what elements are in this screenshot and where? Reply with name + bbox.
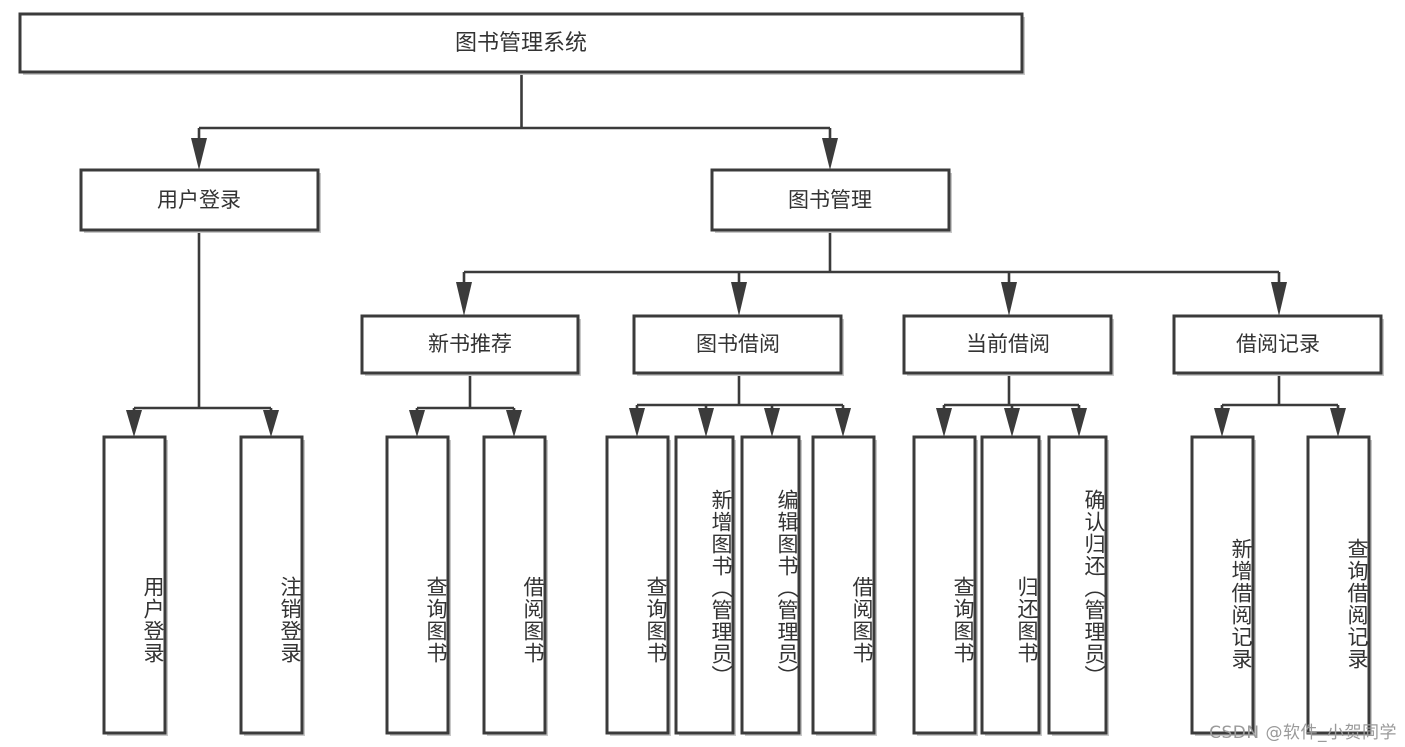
node-leaf-confirm-return-admin[interactable] xyxy=(1047,435,1108,735)
node-leaf-borrow-book-1[interactable] xyxy=(482,435,547,735)
arrow-head-leaf-logout xyxy=(263,410,279,437)
node-leaf-edit-book-admin[interactable] xyxy=(740,435,801,735)
arrow-head-borrowrecord-leaf-1 xyxy=(1214,408,1230,437)
arrow-head-newbook-leaf-2 xyxy=(506,410,522,437)
node-leaf-user-login[interactable] xyxy=(102,435,167,735)
arrow-head-book-borrow xyxy=(731,282,747,316)
node-leaf-return-book[interactable] xyxy=(980,435,1041,735)
csdn-watermark: CSDN @软件_小贺同学 xyxy=(1209,723,1397,743)
arrow-head-leaf-user-login xyxy=(126,410,142,437)
arrow-head-bookborrow-leaf-4 xyxy=(835,408,851,437)
arrow-head-borrowrecord-leaf-2 xyxy=(1330,408,1346,437)
connector-group-book-manage xyxy=(456,232,1287,316)
connector-group-borrow-record xyxy=(1214,375,1346,437)
connector-group-root xyxy=(191,74,838,170)
root-label: 图书管理系统 xyxy=(455,31,587,56)
current-borrow-label: 当前借阅 xyxy=(966,332,1050,356)
arrow-head-borrow-record xyxy=(1271,282,1287,316)
arrow-head-currentborrow-leaf-3 xyxy=(1071,408,1087,437)
connector-group-current-borrow xyxy=(936,375,1087,437)
connector-group-book-borrow xyxy=(629,375,851,437)
node-leaf-query-book-1[interactable] xyxy=(385,435,450,735)
node-leaf-borrow-book-2[interactable] xyxy=(811,435,876,735)
arrow-head-current-borrow xyxy=(1001,282,1017,316)
arrow-head-currentborrow-leaf-2 xyxy=(1004,408,1020,437)
book-manage-label: 图书管理 xyxy=(788,188,872,212)
new-book-label: 新书推荐 xyxy=(428,332,512,356)
node-book-borrow[interactable] xyxy=(632,314,843,375)
user-login-label: 用户登录 xyxy=(157,188,241,212)
connector-group-new-book xyxy=(409,375,522,437)
book-borrow-label: 图书借阅 xyxy=(696,332,780,356)
node-book-manage[interactable] xyxy=(710,168,951,232)
arrow-head-bookborrow-leaf-2 xyxy=(698,408,714,437)
node-leaf-query-book-2[interactable] xyxy=(605,435,670,735)
arrow-head-book-manage xyxy=(822,138,838,170)
node-leaf-query-book-3[interactable] xyxy=(912,435,977,735)
borrow-record-label: 借阅记录 xyxy=(1236,332,1320,356)
node-current-borrow[interactable] xyxy=(902,314,1113,375)
arrow-head-user-login xyxy=(191,138,207,170)
root-box[interactable] xyxy=(18,12,1024,74)
node-leaf-add-borrow-record[interactable] xyxy=(1190,435,1255,735)
connector-group-user-login xyxy=(126,232,279,437)
arrow-head-bookborrow-leaf-1 xyxy=(629,408,645,437)
node-new-book-recommend[interactable] xyxy=(360,314,580,375)
node-borrow-record[interactable] xyxy=(1172,314,1383,375)
arrow-head-new-book xyxy=(456,282,472,316)
arrow-head-currentborrow-leaf-1 xyxy=(936,408,952,437)
node-leaf-add-book-admin[interactable] xyxy=(674,435,735,735)
node-leaf-logout[interactable] xyxy=(239,435,304,735)
arrow-head-bookborrow-leaf-3 xyxy=(764,408,780,437)
node-leaf-query-borrow-record[interactable] xyxy=(1306,435,1371,735)
node-user-login[interactable] xyxy=(79,168,320,232)
arrow-head-newbook-leaf-1 xyxy=(409,410,425,437)
